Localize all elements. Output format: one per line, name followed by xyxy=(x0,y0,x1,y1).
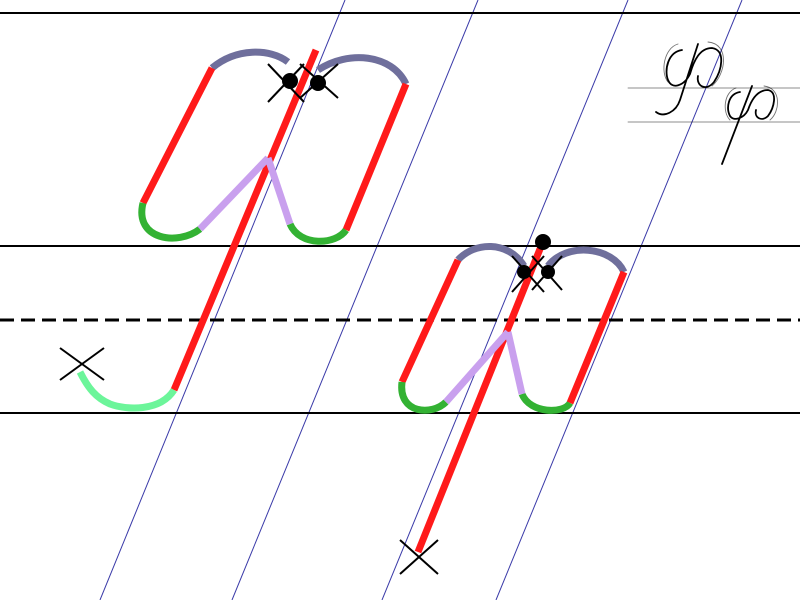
small-letter xyxy=(398,234,628,575)
dot-icon xyxy=(535,234,551,250)
x-mark-icon xyxy=(399,539,439,575)
large-right-diagonal xyxy=(264,156,294,226)
large-tail-hook xyxy=(76,370,177,412)
small-left-downstroke xyxy=(398,258,462,384)
slant-guides xyxy=(99,0,743,600)
sample-guide-trace xyxy=(724,85,778,121)
dot-icon xyxy=(517,265,531,279)
small-left-diagonal xyxy=(443,329,511,405)
dot-icon xyxy=(310,75,326,91)
sample-glyph-large xyxy=(655,43,723,116)
large-right-top-arc xyxy=(316,54,410,86)
small-left-top-arc xyxy=(455,243,527,269)
small-right-top-arc xyxy=(545,246,628,274)
small-left-bottom-arc xyxy=(398,381,449,414)
dot-icon xyxy=(541,265,555,279)
large-left-diagonal xyxy=(197,155,271,232)
ruling-lines xyxy=(0,12,800,414)
x-mark-icon xyxy=(59,347,105,381)
small-right-downstroke xyxy=(566,270,628,405)
small-descender-stroke xyxy=(414,242,546,554)
slant-guide-line xyxy=(99,0,346,600)
large-left-downstroke xyxy=(139,66,216,205)
large-descender-stroke xyxy=(170,48,320,392)
slant-guide-line xyxy=(495,0,743,600)
slant-guide-line xyxy=(231,0,479,600)
dot-icon xyxy=(282,73,298,89)
large-right-downstroke xyxy=(342,82,410,232)
slant-guide-line xyxy=(381,0,629,600)
handwritten-sample xyxy=(627,41,800,165)
large-left-bottom-arc xyxy=(138,202,203,242)
sample-glyph-small xyxy=(721,85,775,165)
large-letter xyxy=(59,48,410,412)
sample-guide-trace xyxy=(663,41,724,87)
large-right-bottom-arc xyxy=(286,222,349,245)
small-right-bottom-arc xyxy=(518,392,574,414)
large-left-top-arc xyxy=(209,48,291,71)
small-right-diagonal xyxy=(504,331,526,395)
